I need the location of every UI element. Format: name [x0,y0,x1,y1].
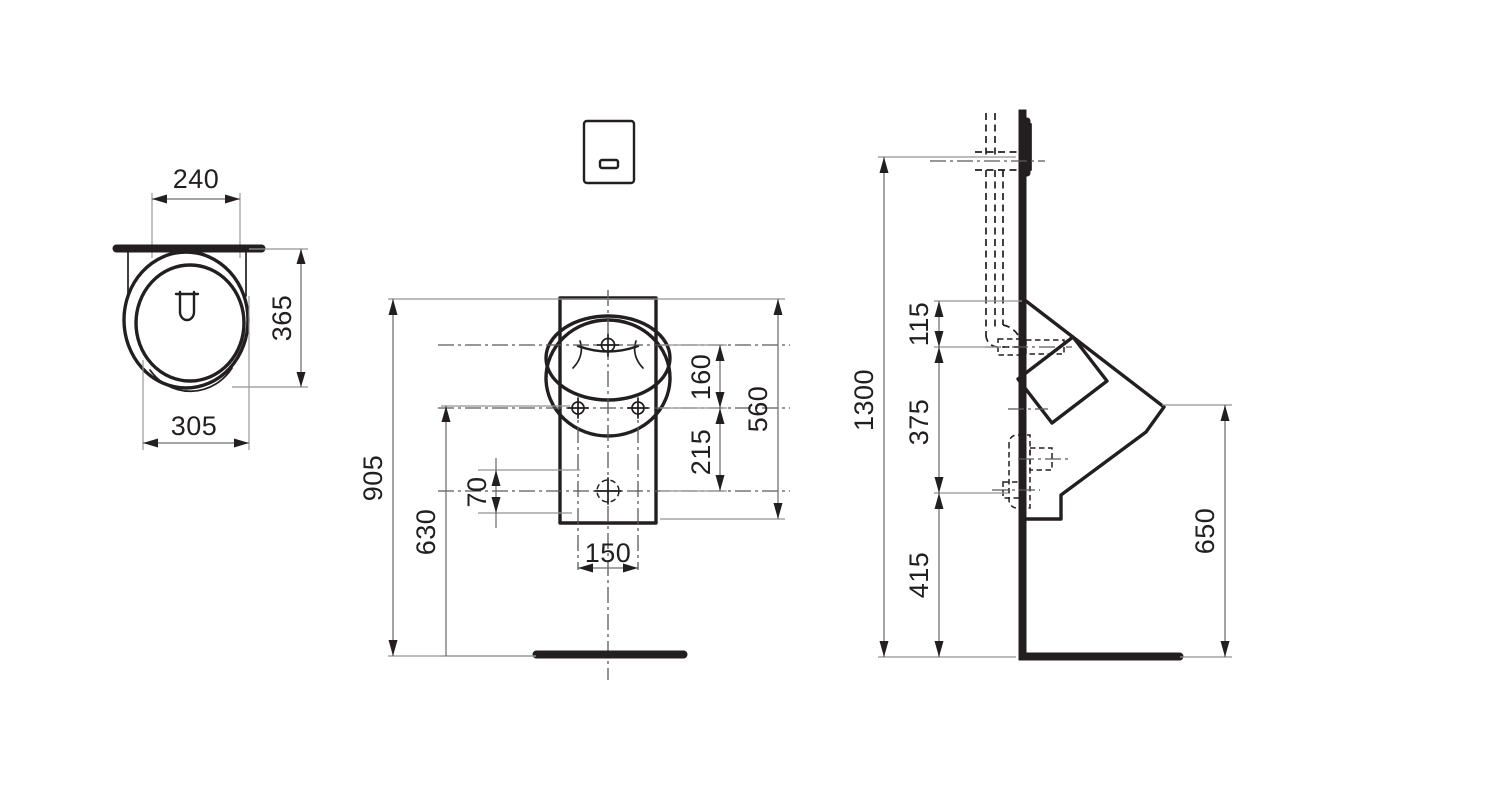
arrow-415-bottom [934,641,944,657]
arrow-375-top [934,347,944,363]
drain-outlet-spigot-side [1002,481,1022,499]
arrow-560-bottom [773,503,783,519]
dim-front-fixing-height: 630 [411,406,451,656]
dim-side-inlet-offset: 115 [904,301,944,347]
floor-line-front-view [532,650,688,659]
urinal-body-outline-side [1024,299,1166,521]
front-view-group: 905 630 70 150 [358,290,790,680]
arrow-240-right [225,194,240,204]
arrow-905-top [388,299,398,315]
arrow-305-left [143,438,158,448]
dim-label-215: 215 [686,429,716,476]
arrow-905-bottom [388,640,398,656]
inlet-fitting-nipple [1025,339,1065,355]
dim-label-150: 150 [585,538,632,568]
arrow-215-top [715,408,725,424]
dim-front-upper-hole: 160 [686,345,725,408]
arrow-305-right [234,438,249,448]
dim-side-total-height: 1300 [849,157,889,657]
arrow-160-top [715,345,725,361]
arrow-650-top [1220,405,1230,421]
dim-label-1300: 1300 [849,369,879,431]
dim-front-lower-offset: 70 [462,458,501,528]
arrow-70-top [491,470,501,486]
sensor-window-icon [598,158,620,170]
arrow-365-bottom [296,372,306,387]
dim-label-305: 305 [171,411,218,441]
arrow-160-bottom [715,392,725,408]
arrow-1300-bottom [879,641,889,657]
dim-label-560: 560 [743,386,773,433]
dim-label-630: 630 [411,509,441,556]
supply-pipe-elbow-outer [985,334,1022,348]
supply-pipe-elbow-inner [1002,324,1022,344]
dim-front-mid-hole: 215 [686,408,725,491]
fixing-hole-right-front [627,397,649,419]
dim-front-total-height: 905 [358,299,398,656]
dim-side-floor-height: 415 [904,493,944,657]
arrow-240-left [152,194,167,204]
arrow-1300-top [879,157,889,173]
arrow-115-bottom [934,331,944,347]
arrow-150-left [578,563,593,573]
dim-label-375: 375 [904,399,934,446]
urinal-spreader-top [178,290,196,322]
arrow-365-top [296,249,306,264]
arrow-115-top [934,301,944,317]
urinal-bowl-outline-side [1016,335,1109,425]
dim-top-width-inner: 240 [152,164,240,204]
dim-front-hole-spacing: 150 [578,538,638,573]
urinal-rim-arc-top [149,367,233,393]
dim-front-bowl-height: 560 [743,299,783,519]
control-panel-plate[interactable] [582,119,636,185]
control-panel-group[interactable] [582,119,636,185]
top-view-group: 240 365 3 [112,164,308,450]
dim-label-365: 365 [267,295,297,342]
arrow-375-bottom [934,477,944,493]
control-panel-side-inner [1025,123,1032,171]
arrow-215-bottom [715,475,725,491]
dim-side-rim-height: 650 [1190,405,1230,657]
urinal-outer-body-top [122,250,250,390]
dim-label-240: 240 [173,164,220,194]
drain-outlet-front [594,477,622,505]
arrow-630-top [441,406,451,422]
arrow-70-bottom [491,497,501,513]
dim-label-415: 415 [904,552,934,599]
floor-line-side-view [1018,652,1184,661]
dim-side-mid-height: 375 [904,347,944,493]
dim-top-width-outer: 305 [143,411,249,448]
urinal-bowl-inner-arc-right [633,340,644,369]
arrow-560-top [773,299,783,315]
dim-label-115: 115 [904,302,934,347]
fixing-hole-left-front [567,397,589,419]
dim-label-905: 905 [358,455,388,502]
side-view-group: 1300 115 375 415 [849,109,1232,661]
dim-label-160: 160 [686,354,716,401]
arrow-415-top [934,493,944,509]
dim-top-depth: 365 [267,249,306,387]
dim-label-650: 650 [1190,508,1220,555]
arrow-150-right [623,563,638,573]
urinal-inner-bowl-top [134,263,246,383]
drain-outlet-body-side [1008,434,1031,509]
water-inlet-hole-front [596,333,620,357]
urinal-bowl-inner-arc-left [572,340,583,369]
dim-label-70: 70 [462,476,492,507]
arrow-650-bottom [1220,641,1230,657]
